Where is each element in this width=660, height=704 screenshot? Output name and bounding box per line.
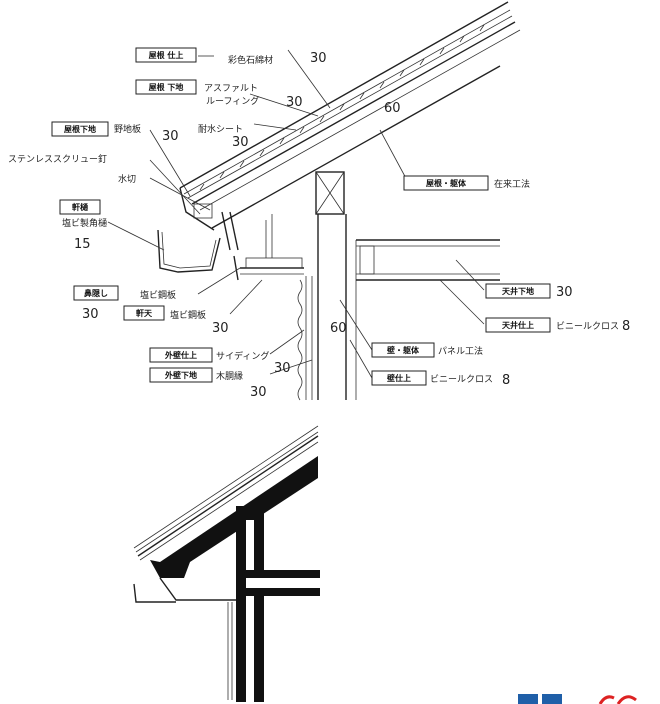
label-wall-finish: 壁仕上	[371, 370, 427, 386]
label-siding: サイディング	[216, 350, 269, 362]
label-painted-steel-1: 塩ビ鋼板	[140, 289, 176, 301]
num-slate: 30	[310, 51, 327, 66]
label-roofing: ルーフィング	[206, 95, 259, 107]
num-sheet: 30	[232, 135, 249, 150]
label-waterproof-sheet: 耐水シート	[198, 123, 243, 135]
label-soffit: 軒天	[123, 305, 165, 321]
label-wood-furring: 木胴縁	[216, 370, 243, 382]
label-colored-slate: 彩色石綿材	[228, 54, 273, 66]
svg-text:屋根 仕上: 屋根 仕上	[149, 50, 184, 60]
num-wall-8: 8	[502, 373, 510, 388]
svg-text:鼻隠し: 鼻隠し	[84, 288, 108, 298]
svg-text:軒樋: 軒樋	[72, 202, 88, 212]
label-roof-finish: 屋根 仕上	[135, 47, 197, 63]
num-roofing: 30	[286, 95, 303, 110]
label-vinyl-cross-wall: ビニールクロス	[430, 374, 493, 385]
label-gutter: 軒樋	[59, 199, 101, 215]
svg-text:軒天: 軒天	[136, 308, 153, 318]
label-panel: パネル工法	[438, 345, 483, 357]
label-ceiling-finish: 天井仕上	[485, 317, 551, 333]
svg-text:天井仕上: 天井仕上	[502, 320, 534, 330]
label-stainless-screw: ステンレススクリュー釘	[8, 153, 107, 165]
num-wall: 60	[330, 321, 347, 336]
svg-text:屋根・躯体: 屋根・躯体	[426, 178, 467, 188]
svg-text:屋根 下地: 屋根 下地	[149, 82, 184, 92]
ceiling	[356, 239, 500, 281]
svg-text:外壁仕上: 外壁仕上	[165, 350, 197, 360]
label-painted-steel-2: 塩ビ鋼板	[170, 309, 206, 321]
leader-lines	[107, 49, 485, 379]
label-fascia: 鼻隠し	[73, 285, 119, 301]
svg-text:壁・躯体: 壁・躯体	[387, 345, 420, 355]
logo-mark	[518, 694, 637, 704]
label-vinyl-cross-ceiling: ビニールクロス	[556, 321, 619, 332]
label-eave-base: 屋根下地	[51, 121, 109, 137]
gutter	[157, 229, 221, 273]
label-nojiita: 野地板	[114, 123, 141, 135]
label-ceiling-base: 天井下地	[485, 283, 551, 299]
svg-text:外壁下地: 外壁下地	[165, 370, 197, 380]
label-ext-wall-finish: 外壁仕上	[149, 347, 213, 363]
fascia-soffit	[233, 214, 304, 281]
label-pvc-gutter: 塩ビ製角樋	[62, 217, 107, 229]
num-rafter: 60	[384, 101, 401, 116]
label-asphalt: アスファルト	[204, 84, 258, 94]
label-mizukiri: 水切	[118, 173, 136, 185]
label-ext-wall-base: 外壁下地	[149, 367, 213, 383]
roof-layers	[179, 1, 521, 251]
svg-text:屋根下地: 屋根下地	[64, 124, 96, 134]
wall-frame	[297, 171, 357, 401]
num-siding: 30	[274, 361, 291, 376]
top-section-diagram: 屋根 仕上 屋根 下地 屋根下地 軒樋 鼻隠し 軒天 屋根・躯体 天井下地	[8, 1, 630, 401]
bottom-section-diagram	[133, 425, 320, 702]
num-soffit: 30	[212, 321, 229, 336]
num-ceiling-8: 8	[622, 319, 630, 334]
svg-text:天井下地: 天井下地	[502, 286, 534, 296]
label-roof-base: 屋根 下地	[135, 79, 197, 95]
label-conventional: 在来工法	[494, 178, 530, 190]
label-frame: 屋根・躯体	[403, 175, 489, 191]
svg-text:壁仕上: 壁仕上	[387, 373, 411, 383]
num-nojiita: 30	[162, 129, 179, 144]
num-gutter: 15	[74, 237, 91, 252]
num-ceiling: 30	[556, 285, 573, 300]
num-fascia: 30	[82, 307, 99, 322]
label-wall-frame: 壁・躯体	[371, 342, 435, 358]
num-furring: 30	[250, 385, 267, 400]
